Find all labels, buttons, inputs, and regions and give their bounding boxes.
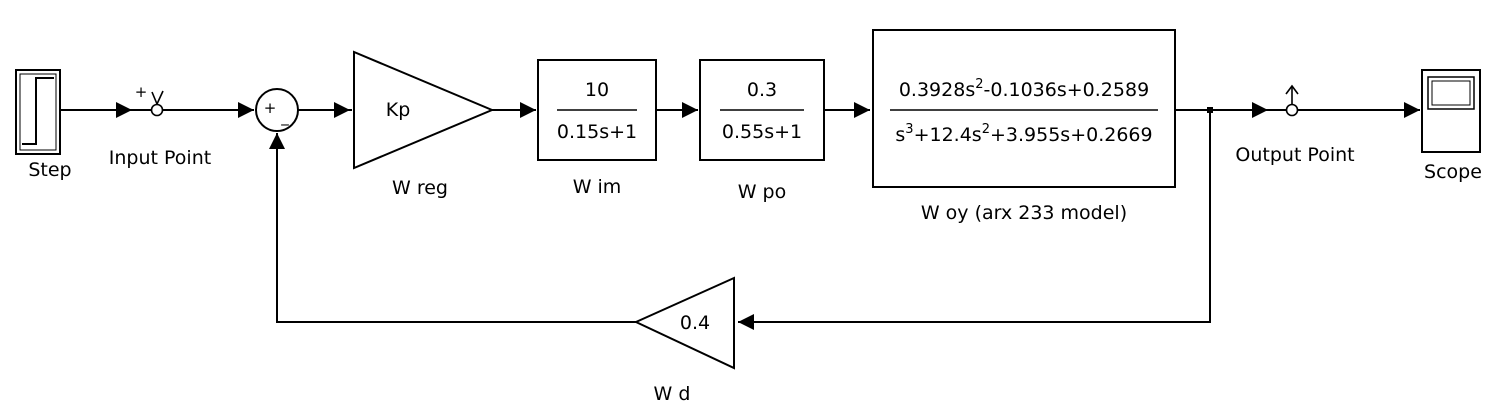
w-reg-gain-value: Kp — [386, 99, 411, 121]
input-point-label: Input Point — [109, 147, 211, 169]
arrowhead — [520, 102, 536, 118]
arrowhead — [738, 314, 754, 330]
input-point-sign: + — [135, 83, 148, 101]
arrowhead — [1252, 102, 1268, 118]
sum-sign-plus: + — [264, 99, 277, 117]
wire-feedback-to-wd — [738, 110, 1211, 323]
step-label: Step — [28, 159, 71, 181]
w-im-denominator: 0.15s+1 — [557, 121, 637, 143]
arrowhead — [854, 102, 870, 118]
w-oy-denominator: s3+12.4s2+3.955s+0.2669 — [895, 122, 1152, 146]
arrowhead — [1404, 102, 1420, 118]
w-d-label: W d — [654, 383, 691, 405]
w-po-numerator: 0.3 — [747, 79, 777, 101]
scope-block[interactable] — [1421, 69, 1481, 153]
arrowhead — [116, 102, 132, 118]
arrowhead — [334, 102, 350, 118]
arrowhead — [238, 102, 254, 118]
output-point-label: Output Point — [1235, 144, 1354, 166]
scope-label: Scope — [1424, 161, 1482, 183]
arrowhead — [269, 133, 285, 149]
w-d-gain-value: 0.4 — [680, 312, 710, 334]
arrowhead — [682, 102, 698, 118]
w-oy-numerator: 0.3928s2-0.1036s+0.2589 — [899, 77, 1149, 101]
sum-block[interactable] — [255, 88, 299, 132]
w-im-numerator: 10 — [585, 79, 609, 101]
w-reg-gain-block[interactable] — [353, 50, 495, 170]
w-im-label: W im — [573, 176, 622, 198]
w-reg-label: W reg — [392, 177, 448, 199]
wire-wd-to-sum — [276, 133, 636, 323]
w-oy-label: W oy (arx 233 model) — [921, 202, 1127, 224]
step-block[interactable] — [15, 69, 61, 155]
w-d-gain-block[interactable] — [633, 276, 735, 370]
output-point-marker[interactable] — [1285, 84, 1299, 117]
input-point-marker[interactable] — [150, 90, 164, 117]
w-po-label: W po — [738, 181, 787, 203]
sum-sign-minus: _ — [280, 108, 289, 127]
w-po-denominator: 0.55s+1 — [722, 121, 802, 143]
w-oy-transfer-fcn-block[interactable] — [872, 29, 1176, 188]
